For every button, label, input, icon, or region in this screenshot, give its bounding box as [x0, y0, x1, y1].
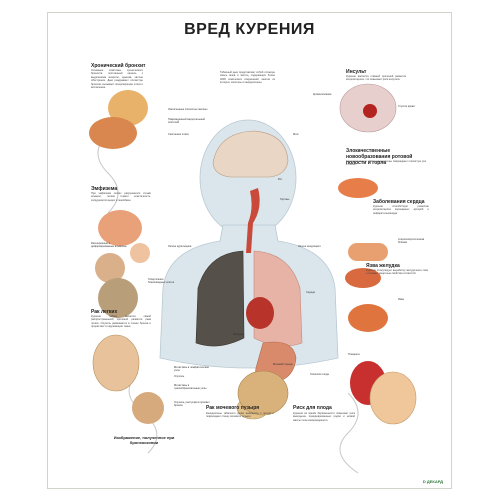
smoker-lung: [195, 250, 245, 347]
publisher-logo: D ДЕКАРД: [422, 479, 443, 484]
poster: ВРЕД КУРЕНИЯ: [47, 12, 452, 489]
stroke-label-clot: Сгусток крови: [398, 105, 415, 108]
illustration-layer: [89, 83, 417, 474]
bronchitis-label-mucus: Скопление слизи: [168, 133, 189, 136]
fetus-title: Риск для плода: [293, 405, 332, 411]
emphysema-label-goblet: Гиперплазия бокаловидных клеток: [148, 278, 174, 285]
heart-disease-text: Курение способствует развитию атеросклер…: [373, 205, 429, 215]
body-label-bladder: Мочевой пузырь: [273, 363, 293, 366]
body-label-brain: Мозг: [293, 133, 299, 136]
bronchitis-title: Хронический бронхит: [91, 63, 146, 69]
ulcer-title: Язва желудка: [366, 263, 400, 269]
emphysema-title: Эмфизема: [91, 186, 118, 192]
lung-cancer-text: Курение табака является самой распростра…: [91, 315, 151, 329]
oral-cancer-illustration: [338, 178, 378, 198]
fetus-label-placenta: Плацента: [348, 353, 360, 356]
heart-organ: [246, 297, 274, 329]
bronchoscopy-caption: Изображение, полученное при бронхоскопии: [113, 435, 175, 445]
ulcer-label: Язва: [398, 298, 404, 301]
emphysema-illustration: [95, 210, 150, 318]
body-label-healthy-lung: Легкое некурящего: [298, 245, 321, 248]
heart-label-plaque: Атеросклеротическая бляшка: [398, 238, 425, 245]
smoke-text: Табачный дым представляет собой сложную …: [220, 71, 275, 85]
fetus-illustration: [350, 361, 417, 425]
body-label-stomach: Желудок: [233, 333, 244, 336]
fetus-label-hypoxia: Гипоксия плода: [310, 373, 329, 376]
body-label-larynx: Гортань: [280, 198, 290, 201]
brain-organ: [212, 130, 289, 178]
body-label-smoker-lung: Легкое курильщика: [168, 245, 192, 248]
emphysema-label-alveoli: Расширенные и деформированные альвеолы: [91, 242, 127, 249]
lung-cancer-title: Рак легких: [91, 309, 118, 315]
stroke-text: Курение является главной причиной развит…: [346, 75, 406, 82]
ulcer-illustration: [345, 268, 388, 332]
poster-title: ВРЕД КУРЕНИЯ: [184, 21, 315, 38]
stroke-label-hemorrhage: Кровоизлияние: [313, 93, 332, 96]
bladder-cancer-title: Рак мочевого пузыря: [206, 405, 260, 411]
lung-cancer-label-tumor: Опухоль: [174, 375, 185, 378]
oral-cancer-title: Злокачественные новообразования ротовой …: [346, 148, 413, 166]
heart-disease-title: Заболевания сердца: [373, 199, 425, 205]
lung-cancer-label-metastasis-lymph: Метастазы в лимфатические узлы: [174, 366, 209, 373]
bladder-cancer-text: Канцерогены табачного дыма выводятся с м…: [206, 412, 274, 419]
lung-cancer-label-metastasis-tracheo: Метастазы в трахеобронхиальные узлы: [174, 384, 207, 391]
stroke-title: Инсульт: [346, 69, 367, 75]
bronchitis-text: Основные симптомы хронического бронхита:…: [91, 69, 143, 90]
oral-cancer-text: Содержащиеся в табаке канцерогены повреж…: [346, 160, 426, 167]
emphysema-text: При эмфиземе легких разрушаются стенки а…: [91, 192, 151, 202]
lung-cancer-illustration: [92, 334, 164, 424]
bronchitis-label-glands: Увеличенные слизистые железы: [168, 108, 208, 111]
heart-disease-illustration: [348, 243, 388, 261]
bladder-cancer-illustration: [237, 370, 289, 416]
lung-cancer-label-bronchus-tumor: Опухоль, растущая в просвет бронха: [174, 401, 210, 408]
bronchitis-label-epithelium: Поврежденный мерцательный эпителий: [168, 118, 205, 125]
ulcer-text: Курение стимулирует выработку желудочног…: [366, 269, 428, 276]
stroke-brain-illustration: [339, 83, 397, 133]
fetus-text: Курение во время беременности повышает р…: [293, 412, 355, 422]
body-label-heart: Сердце: [306, 291, 316, 294]
airway-organ: [246, 188, 260, 253]
bronchitis-illustration: [89, 90, 148, 149]
body-label-mouth: Рот: [278, 178, 283, 181]
